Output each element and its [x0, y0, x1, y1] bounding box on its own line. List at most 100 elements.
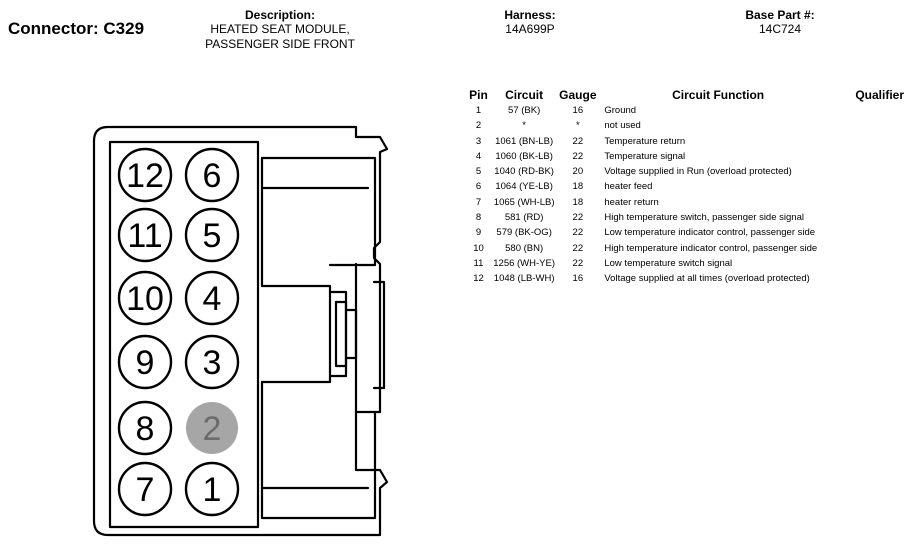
- function-cell: Voltage supplied in Run (overload protec…: [604, 166, 792, 178]
- function-cell: Low temperature switch signal: [604, 257, 733, 269]
- pin-cell: 5: [475, 166, 482, 178]
- pin-number: 10: [126, 280, 164, 318]
- pin-circle: [184, 334, 240, 390]
- circuit-cell: 1065 (WH-LB): [493, 196, 555, 208]
- pin-cell: 6: [475, 181, 482, 193]
- pin-cell: 4: [475, 150, 482, 162]
- connector-title: Connector: C329: [8, 19, 145, 38]
- qualifier-header: Qualifier: [855, 87, 904, 102]
- pin-circle: [117, 400, 173, 456]
- description-line-2: PASSENGER SIDE FRONT: [205, 37, 355, 51]
- function-cell: heater return: [604, 196, 659, 208]
- pin-2: 2: [186, 402, 238, 454]
- pin-6: 6: [184, 147, 240, 203]
- pin-number: 3: [203, 344, 222, 382]
- pin-number: 1: [203, 471, 222, 509]
- pin-cell: 3: [475, 135, 482, 147]
- pin-circle: [184, 461, 240, 517]
- pin-circle: [117, 334, 173, 390]
- table-row: 4 1060 (BK-LB) 22 Temperature signal: [466, 149, 904, 164]
- description-label: Description:: [244, 8, 315, 22]
- circuit-cell: *: [522, 120, 526, 132]
- gauge-cell: *: [575, 120, 580, 132]
- gauge-cell: 22: [572, 150, 584, 162]
- harness-block: Harness: 14A699P: [470, 8, 590, 37]
- circuit-cell: 1048 (LB-WH): [493, 273, 555, 285]
- table-row: 7 1065 (WH-LB) 18 heater return: [466, 195, 904, 210]
- gauge-cell: 22: [572, 257, 584, 269]
- pin-5: 5: [184, 207, 240, 263]
- gauge-cell: 22: [572, 227, 584, 239]
- pin-number: 2: [203, 410, 222, 448]
- pin-cell: 12: [473, 273, 484, 285]
- pin-table-header: Pin Circuit Gauge Circuit Function Quali…: [466, 86, 904, 103]
- pin-circle: [117, 207, 173, 263]
- gauge-cell: 16: [572, 105, 584, 116]
- pin-number: 7: [136, 471, 155, 509]
- pin-7: 7: [117, 461, 173, 517]
- pin-number: 6: [203, 157, 222, 195]
- pin-3: 3: [184, 334, 240, 390]
- gauge-cell: 18: [572, 196, 584, 208]
- pin-number: 11: [127, 217, 162, 255]
- pin-9: 9: [117, 334, 173, 390]
- base-part-block: Base Part #: 14C724: [700, 8, 860, 37]
- circuit-cell: 1060 (BK-LB): [495, 150, 553, 162]
- circuit-cell: 1064 (YE-LB): [495, 181, 553, 193]
- gauge-cell: 22: [572, 242, 584, 254]
- pin-8: 8: [117, 400, 173, 456]
- harness-label: Harness:: [504, 8, 556, 22]
- gauge-header: Gauge: [559, 87, 597, 102]
- pin-cell: 9: [475, 227, 482, 239]
- gauge-cell: 22: [572, 212, 584, 224]
- pin-cell: 10: [473, 242, 484, 254]
- pin-cell: 11: [473, 257, 484, 269]
- function-cell: heater feed: [604, 181, 653, 193]
- pin-1: 1: [184, 461, 240, 517]
- circuit-header: Circuit: [505, 87, 544, 102]
- base-part-value: 14C724: [758, 22, 802, 36]
- function-cell: Low temperature indicator control, passe…: [604, 227, 816, 239]
- circuit-cell: 1061 (BN-LB): [495, 135, 554, 147]
- circuit-cell: 57 (BK): [508, 105, 541, 116]
- pin-10: 10: [117, 270, 173, 326]
- function-cell: Temperature signal: [604, 150, 686, 162]
- function-cell: High temperature switch, passenger side …: [604, 212, 804, 224]
- pin-4: 4: [184, 270, 240, 326]
- pin-11: 11: [117, 207, 173, 263]
- pin-header: Pin: [469, 87, 488, 102]
- circuit-cell: 1256 (WH-YE): [493, 257, 556, 269]
- gauge-cell: 20: [572, 166, 584, 178]
- pin-cell: 2: [475, 120, 482, 132]
- pin-layer: 12 6 11 5 10 4 9 3 8 2 7 1: [117, 147, 240, 517]
- circuit-cell: 581 (RD): [504, 212, 544, 224]
- circuit-cell: 1040 (RD-BK): [494, 166, 554, 178]
- pin-12: 12: [117, 147, 173, 203]
- pin-number: 8: [136, 410, 155, 448]
- pin-number: 9: [136, 344, 155, 382]
- pin-circle: [186, 402, 238, 454]
- pin-circle: [117, 147, 173, 203]
- pin-number: 4: [203, 280, 222, 318]
- pin-number: 12: [126, 157, 164, 195]
- table-row: 2 * * not used: [466, 118, 904, 133]
- pin-cell: 1: [475, 105, 482, 116]
- gauge-cell: 16: [572, 273, 584, 285]
- pin-cell: 7: [475, 196, 482, 208]
- harness-value: 14A699P: [505, 22, 555, 36]
- table-row: 5 1040 (RD-BK) 20 Voltage supplied in Run (…: [466, 164, 904, 179]
- base-part-label: Base Part #:: [745, 8, 815, 22]
- description-block: Description: HEATED SEAT MODULE, PASSENG…: [180, 8, 380, 52]
- function-cell: High temperature indicator control, pass…: [604, 242, 818, 254]
- pin-circle: [184, 147, 240, 203]
- pin-number: 5: [203, 217, 222, 255]
- function-cell: not used: [604, 120, 641, 132]
